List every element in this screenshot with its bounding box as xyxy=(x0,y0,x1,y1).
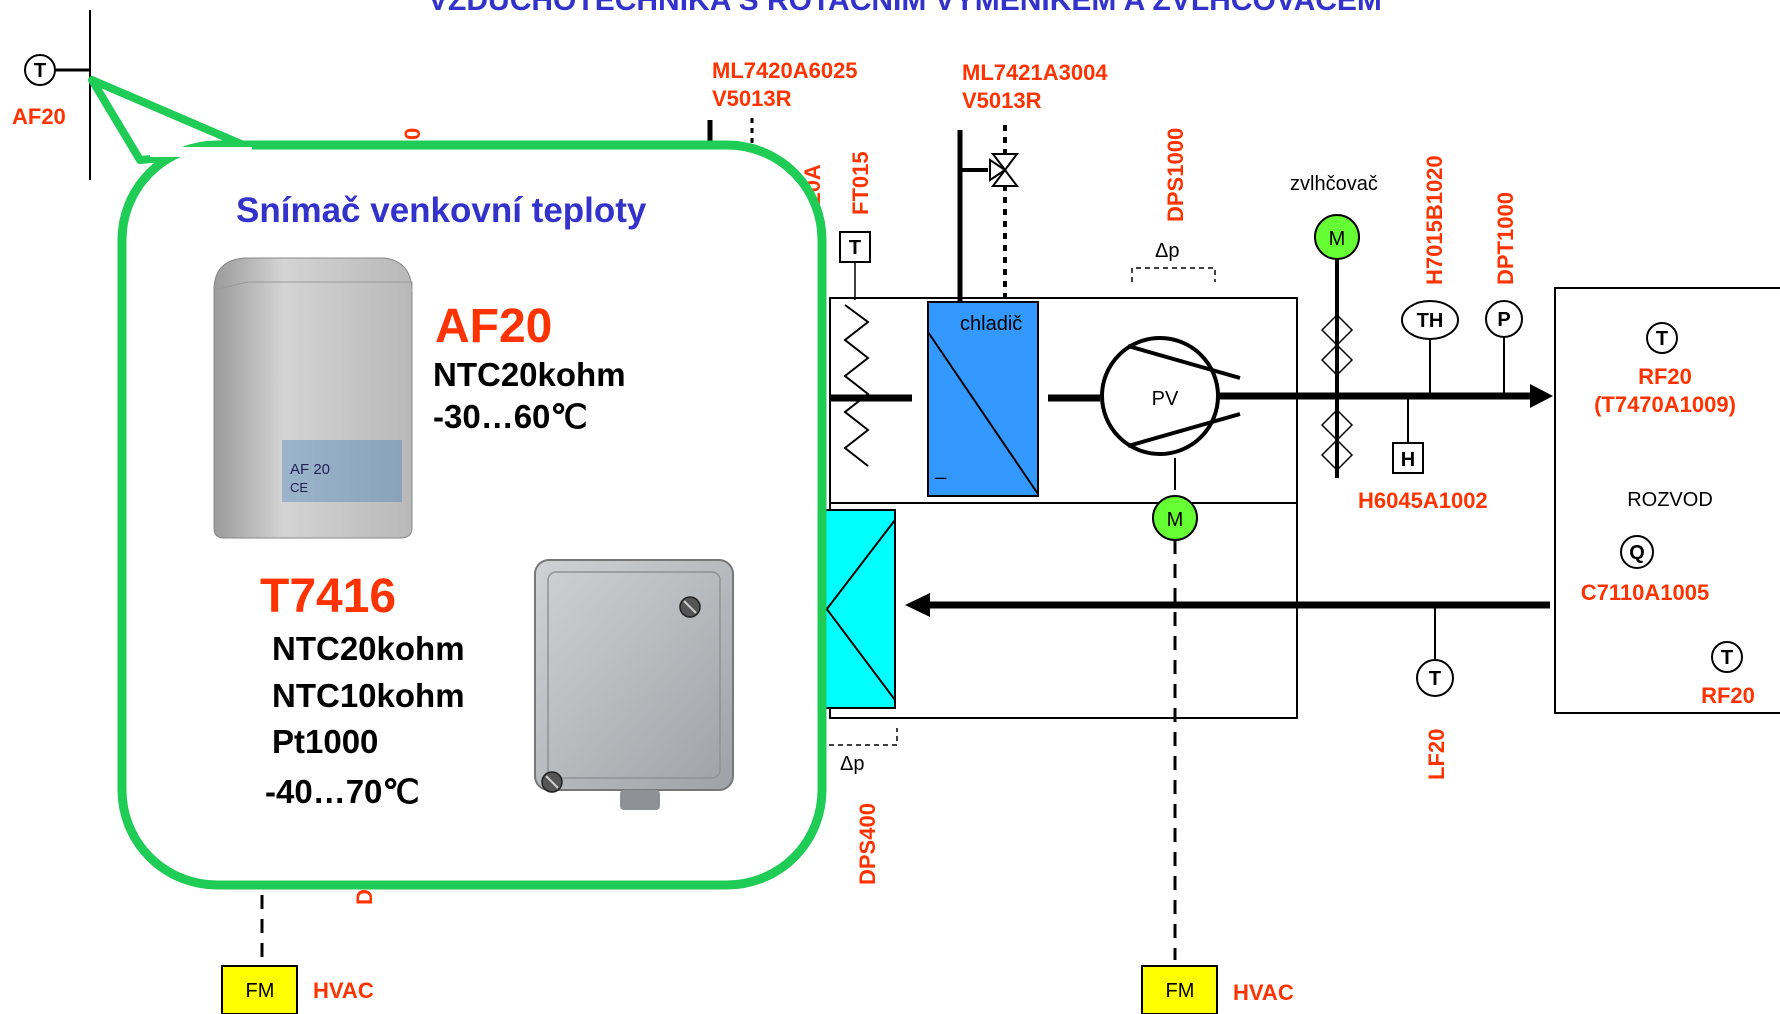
valve2-actuator-label: ML7421A3004 xyxy=(962,60,1108,85)
humidifier: M xyxy=(1314,214,1360,478)
hvac-left-label: HVAC xyxy=(313,978,374,1003)
hvac-right-label: HVAC xyxy=(1233,980,1294,1005)
temperature-sensor-icon xyxy=(24,54,56,86)
humidifier-motor-label: M xyxy=(1329,228,1346,250)
t7416-model: T7416 xyxy=(260,570,396,623)
rf20-bottom-t-symbol: T xyxy=(1721,647,1733,669)
dpt1000-label: DPT1000 xyxy=(1493,192,1518,285)
h6045-label: H6045A1002 xyxy=(1358,488,1488,513)
rf20-top-label: RF20 xyxy=(1638,364,1692,389)
t7416-spec3: Pt1000 xyxy=(272,723,378,760)
t7416-range: -40…70℃ xyxy=(265,773,419,810)
q-symbol: Q xyxy=(1629,542,1645,564)
af20-label: AF20 xyxy=(12,104,66,129)
dps400-delta-p: Δp xyxy=(840,753,864,775)
fan-label: PV xyxy=(1152,388,1179,410)
t7416-spec1: NTC20kohm xyxy=(272,630,465,667)
distribution-room xyxy=(1554,287,1780,714)
lf20-label: LF20 xyxy=(1424,729,1449,780)
t-symbol: T xyxy=(34,60,46,82)
rozvod-label: ROZVOD xyxy=(1627,489,1713,511)
heat-exchanger xyxy=(819,509,896,709)
fm-box-left: FM xyxy=(221,965,298,1014)
cooler: chladič _ xyxy=(927,301,1039,497)
callout-heading: Snímač venkovní teploty xyxy=(236,191,647,230)
af20-spec: NTC20kohm xyxy=(433,356,626,393)
af20-device-ce: CE xyxy=(290,480,308,495)
heater-coil xyxy=(843,304,870,467)
h7015-label: H7015B1020 xyxy=(1422,155,1447,285)
rf20-top-t-symbol: T xyxy=(1656,328,1668,350)
af20-model: AF20 xyxy=(435,300,552,353)
air-handling-unit xyxy=(829,297,1298,719)
clipped-label-d: D xyxy=(352,889,377,905)
dps400-label: DPS400 xyxy=(855,803,880,885)
dps1000-label: DPS1000 xyxy=(1163,128,1188,222)
fan-motor-label: M xyxy=(1167,509,1184,531)
diagram-title: VZDUCHOTECHNIKA S ROTAČNÍM VÝMĚNÍKEM A Z… xyxy=(428,0,1382,17)
fan-motor: M xyxy=(1152,458,1198,541)
t7416-device-image xyxy=(534,559,734,810)
fm-box-right: FM xyxy=(1141,965,1218,1014)
c7110-label: C7110A1005 xyxy=(1581,580,1709,605)
dps1000-delta-p: Δp xyxy=(1155,240,1179,262)
humidifier-label: zvlhčovač xyxy=(1290,173,1378,195)
sensor-callout: Snímač venkovní teploty AF 20 CE AF20 NT… xyxy=(88,76,827,890)
p-symbol: P xyxy=(1497,309,1510,331)
lf20-t-symbol: T xyxy=(1429,668,1441,690)
fm-left-label: FM xyxy=(246,980,275,1002)
ft015-t-symbol: T xyxy=(849,237,861,259)
outdoor-sensor-af20: T AF20 xyxy=(12,10,91,180)
t7470-label: (T7470A1009) xyxy=(1594,392,1736,417)
th-symbol: TH xyxy=(1417,310,1444,332)
rf20-bottom-label: RF20 xyxy=(1701,683,1755,708)
valve1-actuator-label: ML7420A6025 xyxy=(712,58,858,83)
cooling-valve xyxy=(957,125,1019,302)
af20-device-image: AF 20 CE xyxy=(213,257,413,539)
supply-fan: PV xyxy=(1100,336,1241,456)
ft015-label: FT015 xyxy=(848,151,873,215)
cooler-label: chladič xyxy=(960,313,1022,335)
clipped-label-0: 0 xyxy=(400,128,425,140)
af20-device-text: AF 20 xyxy=(290,461,330,478)
fm-right-label: FM xyxy=(1166,980,1195,1002)
t7416-spec2: NTC10kohm xyxy=(272,677,465,714)
valve1-valve-label: V5013R xyxy=(712,86,792,111)
valve2-valve-label: V5013R xyxy=(962,88,1042,113)
af20-range: -30…60℃ xyxy=(433,398,587,435)
h-symbol: H xyxy=(1401,449,1415,471)
cooler-minus: _ xyxy=(934,458,947,480)
